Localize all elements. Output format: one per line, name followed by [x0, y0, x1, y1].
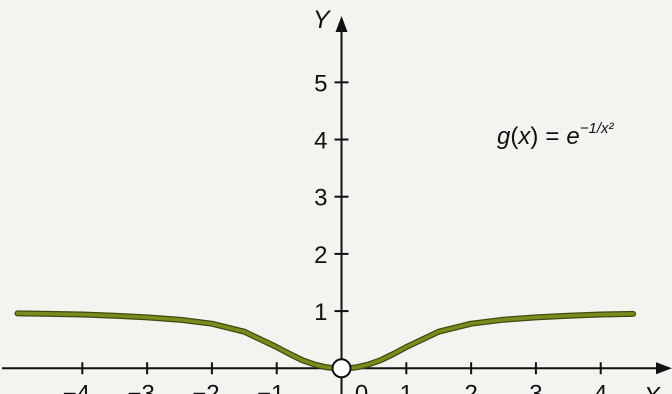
- formula-variable: x: [517, 123, 531, 150]
- formula-function-name: g: [497, 123, 511, 150]
- formula-base: e: [566, 123, 579, 150]
- x-tick-label: −1: [257, 380, 284, 394]
- y-axis-arrow: [335, 16, 348, 32]
- y-tick-label: 5: [314, 70, 327, 97]
- x-axis-arrow: [656, 362, 672, 375]
- formula-exponent: −1/x²: [580, 120, 615, 137]
- y-tick-label: 1: [314, 299, 327, 326]
- x-tick-label: 3: [529, 380, 542, 394]
- open-point-marker: [331, 358, 352, 379]
- x-tick-label: 2: [464, 380, 477, 394]
- y-axis-label: Y: [313, 6, 332, 34]
- function-formula: g(x) = e−1/x²: [497, 120, 615, 150]
- x-tick-label: 4: [594, 380, 607, 394]
- formula-equals: =: [545, 123, 559, 150]
- x-tick-label: −4: [63, 380, 90, 394]
- y-tick-label: 2: [314, 242, 327, 269]
- x-axis-label: X: [642, 382, 661, 394]
- x-tick-label: −3: [127, 380, 154, 394]
- curve-layer: [14, 310, 637, 379]
- x-tick-label: −2: [192, 380, 219, 394]
- y-tick-label: 3: [314, 185, 327, 212]
- origin-label: 0: [355, 380, 368, 394]
- formula-open-paren: (: [510, 123, 518, 150]
- axis-labels: −4 −3 −2 −1 1 2 3 4 0 1 2 3 4 5X Y: [63, 6, 662, 394]
- axes: [2, 16, 672, 394]
- tick-marks: [81, 81, 602, 375]
- formula-close-paren: ): [530, 123, 538, 150]
- x-tick-label: 1: [400, 380, 413, 394]
- y-tick-label: 4: [314, 128, 327, 155]
